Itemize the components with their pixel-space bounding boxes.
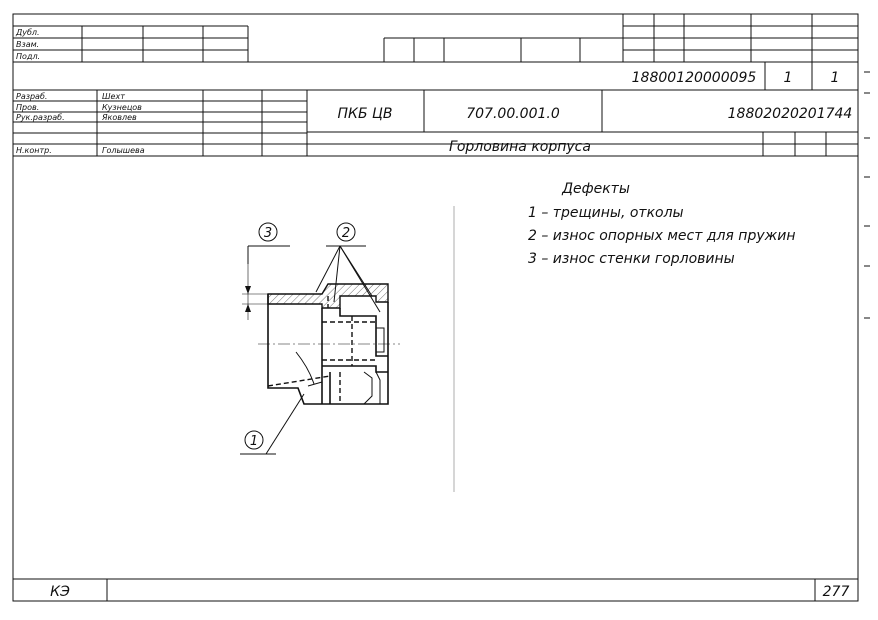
- signature-role: Разраб.: [16, 92, 47, 101]
- title-block: Разраб. Шехт Пров. Кузнецов Рук.разраб. …: [13, 90, 858, 157]
- defect-item: 1 – трещины, отколы: [528, 205, 684, 221]
- signature-role: Рук.разраб.: [16, 113, 65, 122]
- footer: КЭ 277: [13, 578, 858, 601]
- signature-name: Кузнецов: [102, 103, 142, 112]
- approval-label: Подл.: [16, 52, 40, 61]
- defects-list: Дефекты 1 – трещины, отколы 2 – износ оп…: [528, 181, 796, 267]
- doc-type: КЭ: [50, 584, 70, 600]
- defect-item: 3 – износ стенки горловины: [528, 251, 735, 267]
- part-code: 18802020201744: [728, 106, 853, 122]
- organization: ПКБ ЦВ: [338, 106, 393, 122]
- callout-label: 3: [264, 226, 272, 241]
- approval-label: Дубл.: [15, 28, 40, 37]
- part-name: Горловина корпуса: [449, 139, 591, 155]
- top-stamp: Дубл. Взам. Подл. 18800120000095 1 1: [13, 13, 858, 91]
- signature-role: Н.контр.: [16, 146, 52, 155]
- signature-name: Яковлев: [101, 113, 137, 122]
- callout-label: 2: [342, 226, 350, 241]
- signature-name: Голышева: [102, 146, 145, 155]
- sheets-total: 1: [831, 70, 840, 86]
- callout-label: 1: [250, 434, 258, 449]
- signature-name: Шехт: [102, 92, 125, 101]
- signature-role: Пров.: [16, 103, 39, 112]
- defects-title: Дефекты: [561, 181, 630, 197]
- defect-item: 2 – износ опорных мест для пружин: [528, 228, 796, 244]
- doc-code: 18800120000095: [632, 70, 757, 86]
- sheet-frame: [12, 13, 859, 602]
- approval-label: Взам.: [16, 40, 39, 49]
- sheet-number: 1: [784, 70, 793, 86]
- page-number: 277: [823, 584, 850, 600]
- designation: 707.00.001.0: [466, 106, 560, 122]
- margin-marks: [864, 71, 870, 319]
- part-drawing: 3 2 1: [240, 222, 400, 455]
